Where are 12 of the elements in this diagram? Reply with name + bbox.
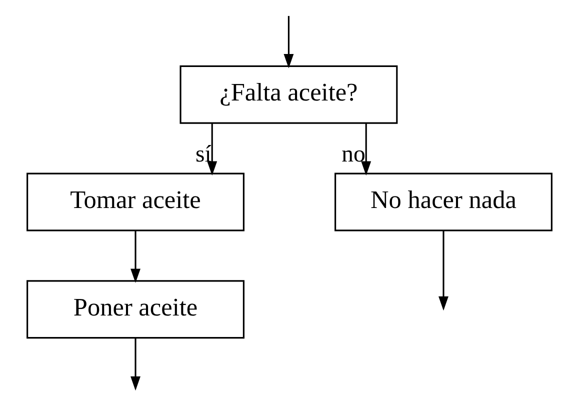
arrow	[206, 123, 217, 176]
node-box: ¿Falta aceite?	[179, 65, 398, 124]
node-box: Tomar aceite	[26, 172, 244, 232]
edge-label: sí	[195, 142, 211, 168]
arrow	[130, 338, 140, 391]
node-box: Poner aceite	[26, 280, 244, 339]
node-box: No hacer nada	[334, 172, 552, 232]
edge-label: no	[341, 142, 365, 168]
arrow	[360, 123, 371, 176]
arrow	[283, 16, 294, 68]
arrow	[438, 230, 448, 311]
arrow	[130, 230, 140, 283]
